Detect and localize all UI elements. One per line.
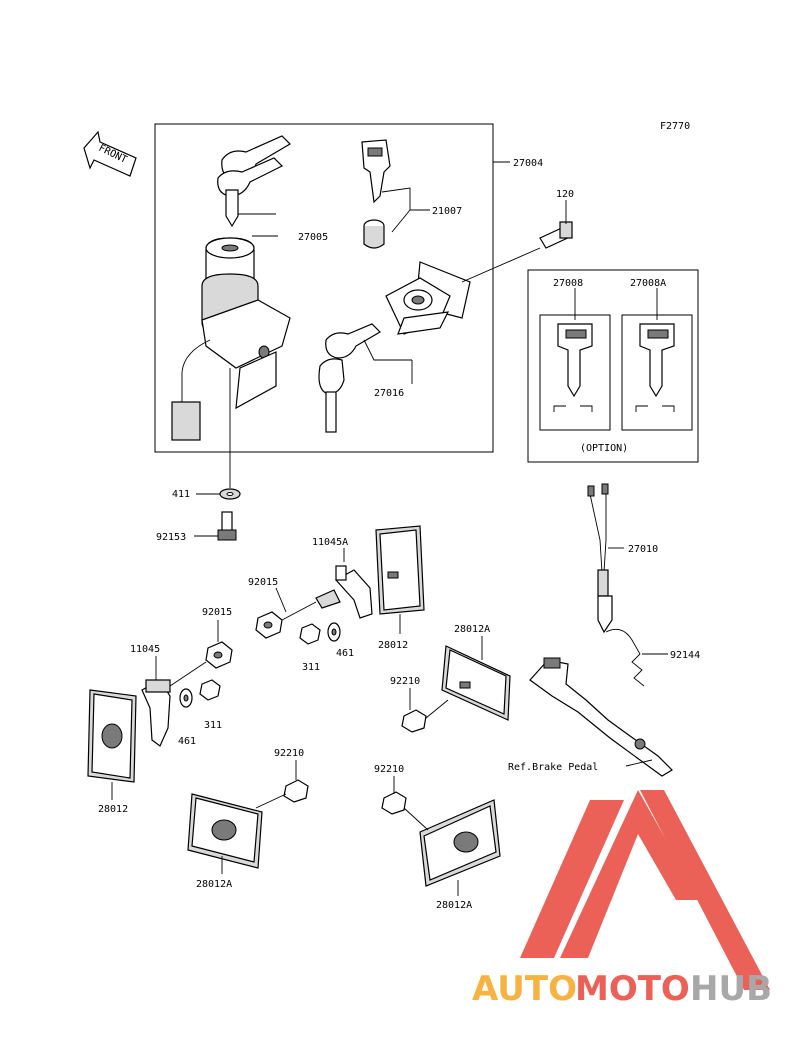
automotohub-logo: AUTO MOTO HUB	[472, 790, 772, 1009]
label-21007: 21007	[432, 206, 462, 217]
rubber-pad-28012A-lower-right-icon	[419, 799, 501, 887]
brake-light-switch-icon	[587, 483, 613, 634]
label-92153: 92153	[156, 532, 186, 543]
washer-411-icon	[219, 488, 241, 500]
option-label: (OPTION)	[580, 443, 628, 454]
label-28012-lower: 28012	[98, 804, 128, 815]
washer-461-upper-icon	[327, 622, 341, 642]
screw-92153-icon	[217, 511, 237, 541]
label-28012A-lower-left: 28012A	[196, 879, 232, 890]
bracket-11045-icon	[141, 679, 171, 747]
seat-lock-icon	[385, 261, 471, 335]
key-27008-icon	[553, 323, 593, 412]
label-11045A: 11045A	[312, 537, 348, 548]
label-27016: 27016	[374, 388, 404, 399]
bolt-120-icon	[539, 221, 573, 249]
label-27008: 27008	[553, 278, 583, 289]
key-21007-icon	[361, 139, 391, 249]
rubber-pad-28012-lower-icon	[87, 689, 137, 783]
logo-moto-text: MOTO	[575, 969, 690, 1009]
label-28012-upper: 28012	[378, 640, 408, 651]
rubber-pad-28012A-lower-left-icon	[187, 793, 263, 869]
key-27008A-icon	[635, 323, 675, 412]
nut-311-upper-icon	[299, 623, 321, 645]
label-92015-lower: 92015	[202, 607, 232, 618]
ignition-switch-icon	[171, 237, 291, 441]
nut-92015-upper-icon	[255, 611, 283, 639]
bolt-92015-upper-icon	[315, 589, 341, 609]
label-27008A: 27008A	[630, 278, 666, 289]
label-311-lower: 311	[204, 720, 222, 731]
nut-92015-lower-icon	[205, 641, 233, 669]
brake-pedal-icon	[529, 657, 673, 777]
nut-92210-lower-left-icon	[283, 779, 309, 803]
ref-brake-pedal-label: Ref.Brake Pedal	[508, 762, 598, 773]
rubber-pad-28012A-mid-icon	[441, 645, 511, 721]
nut-92210-mid-icon	[401, 709, 427, 733]
label-27010: 27010	[628, 544, 658, 555]
nut-92210-lower-right-icon	[381, 791, 407, 815]
rubber-pad-28012-upper-icon	[375, 525, 425, 615]
washer-461-lower-icon	[179, 688, 193, 708]
spring-92144-icon	[605, 628, 645, 687]
figure-code: F2770	[660, 121, 690, 132]
label-28012A-mid: 28012A	[454, 624, 490, 635]
logo-hub-text: HUB	[690, 969, 772, 1009]
label-27005: 27005	[298, 232, 328, 243]
label-28012A-lower-right: 28012A	[436, 900, 472, 911]
label-461-upper: 461	[336, 648, 354, 659]
keys-27016-icon	[318, 323, 381, 433]
ignition-keys-icon	[217, 135, 291, 228]
label-92015-upper: 92015	[248, 577, 278, 588]
front-arrow-icon: FRONT	[83, 130, 137, 177]
label-461-lower: 461	[178, 736, 196, 747]
nut-311-lower-icon	[199, 679, 221, 701]
label-411: 411	[172, 489, 190, 500]
label-311-upper: 311	[302, 662, 320, 673]
label-92210-mid: 92210	[390, 676, 420, 687]
label-120: 120	[556, 189, 574, 200]
option-keys-box	[527, 269, 699, 463]
label-92210-lower-right: 92210	[374, 764, 404, 775]
logo-auto-text: AUTO	[472, 969, 577, 1009]
bracket-11045A-icon	[335, 565, 373, 619]
label-27004: 27004	[513, 158, 543, 169]
ignition-switch-box	[154, 123, 494, 453]
label-11045: 11045	[130, 644, 160, 655]
label-92210-lower-left: 92210	[274, 748, 304, 759]
label-92144: 92144	[670, 650, 700, 661]
